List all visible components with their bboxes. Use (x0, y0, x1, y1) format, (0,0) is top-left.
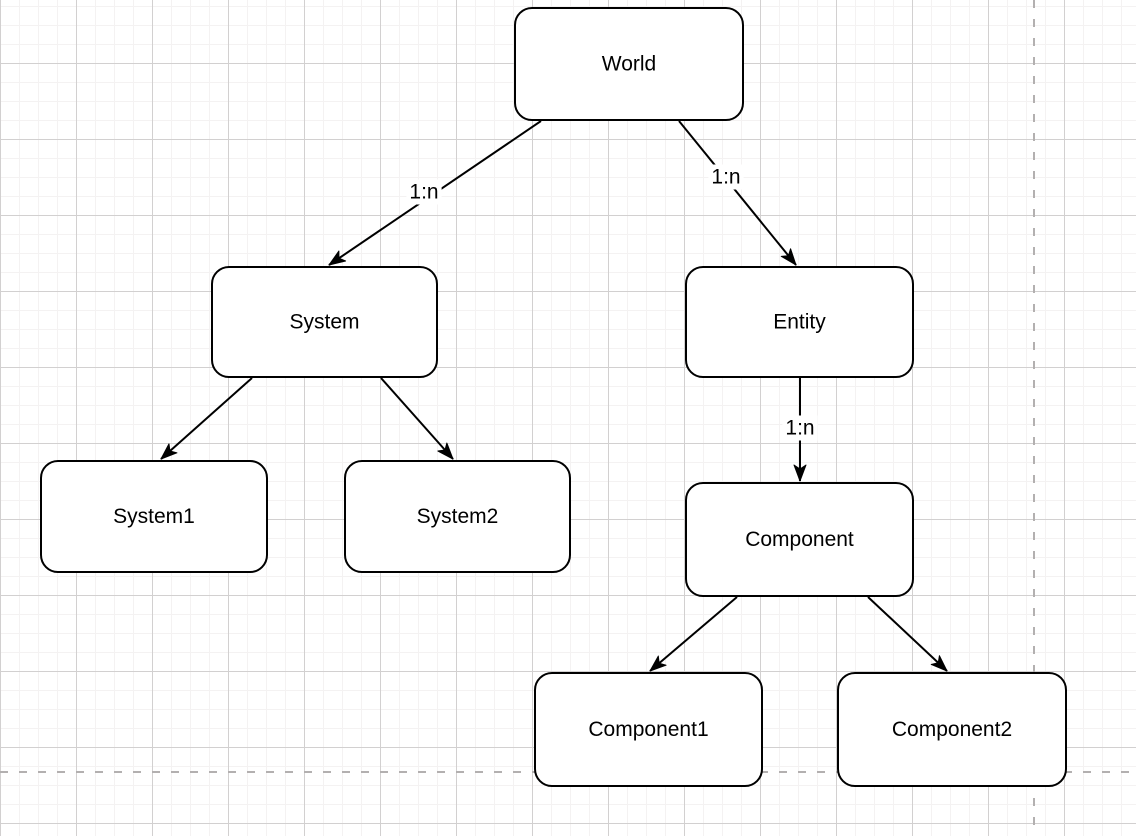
node-label: System1 (113, 505, 195, 528)
node-world[interactable]: World (514, 7, 744, 121)
node-label: Component (745, 528, 854, 551)
node-shape (344, 460, 571, 573)
node-shape (514, 7, 744, 121)
node-entity[interactable]: Entity (685, 266, 914, 378)
edge-labels: 1:n 1:n 1:n (406, 164, 818, 441)
node-system2[interactable]: System2 (344, 460, 571, 573)
edge-system-system1[interactable] (160, 377, 253, 460)
edge-component-component2[interactable] (867, 596, 948, 672)
node-label: Component1 (588, 718, 708, 741)
node-component2[interactable]: Component2 (837, 672, 1067, 787)
edge-label-text: 1:n (409, 181, 438, 204)
node-system[interactable]: System (211, 266, 438, 378)
edge-label-text: 1:n (711, 166, 740, 189)
node-label: World (602, 53, 656, 76)
edge-label-world-system[interactable]: 1:n (406, 179, 442, 205)
edge-label-entity-component[interactable]: 1:n (782, 415, 818, 441)
node-shape (534, 672, 763, 787)
node-label: System (289, 311, 359, 334)
node-shape (211, 266, 438, 378)
edge-world-entity[interactable] (678, 120, 797, 266)
edge-component-component1[interactable] (649, 596, 738, 672)
edge-label-background (782, 415, 818, 441)
edge-label-background (708, 164, 744, 190)
edge-label-text: 1:n (785, 417, 814, 440)
node-shape (685, 266, 914, 378)
node-system1[interactable]: System1 (40, 460, 268, 573)
node-shape (40, 460, 268, 573)
node-shape (837, 672, 1067, 787)
node-component1[interactable]: Component1 (534, 672, 763, 787)
node-label: Entity (773, 311, 826, 334)
node-component[interactable]: Component (685, 482, 914, 597)
node-label: System2 (417, 505, 499, 528)
node-shape (685, 482, 914, 597)
edge-system-system2[interactable] (380, 377, 454, 460)
node-label: Component2 (892, 718, 1012, 741)
edge-label-world-entity[interactable]: 1:n (708, 164, 744, 190)
edge-label-background (406, 179, 442, 205)
